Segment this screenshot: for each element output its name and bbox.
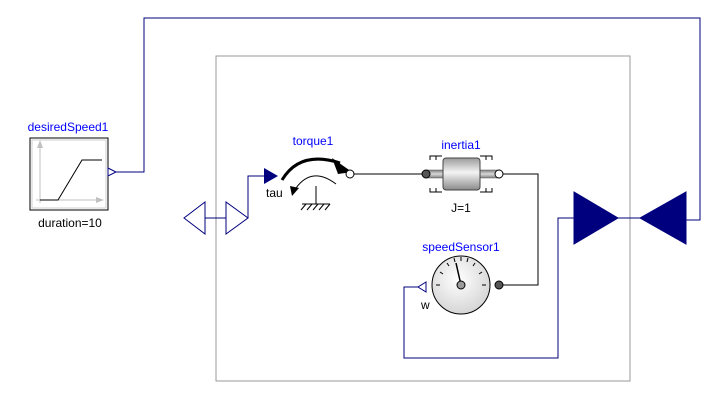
speed-sensor-output-label: w bbox=[420, 298, 430, 312]
torque-input-label: tau bbox=[266, 186, 283, 200]
wire-desired-to-feedback[interactable] bbox=[116, 17, 701, 221]
desired-speed-param: duration=10 bbox=[38, 216, 102, 230]
wire-input-to-torque[interactable] bbox=[247, 175, 264, 218]
speed-sensor-hub bbox=[456, 280, 466, 290]
ramp-y-arrow bbox=[37, 140, 43, 148]
speed-sensor-ticks bbox=[436, 257, 486, 286]
speed-sensor-name: speedSensor1 bbox=[422, 240, 500, 254]
inertia-param: J=1 bbox=[451, 201, 471, 215]
ramp-curve bbox=[40, 159, 102, 201]
inertia-flange-b[interactable] bbox=[494, 169, 504, 179]
inertia-block[interactable]: inertia1 J=1 bbox=[421, 138, 504, 215]
desired-speed-shadow bbox=[31, 139, 107, 209]
subsystem-input-connector[interactable] bbox=[183, 200, 249, 236]
wire-inertia-to-sensor[interactable] bbox=[499, 173, 539, 286]
torque-reaction-arc bbox=[295, 175, 337, 189]
torque-ground-hatch bbox=[300, 203, 331, 211]
ramp-x-arrow bbox=[96, 197, 104, 203]
torque-block[interactable]: torque1 tau bbox=[264, 134, 355, 211]
speed-sensor-block[interactable]: speedSensor1 w bbox=[417, 240, 504, 315]
inertia-brackets bbox=[429, 155, 493, 193]
desired-speed-frame bbox=[29, 137, 109, 211]
torque-input-port[interactable] bbox=[264, 168, 278, 184]
inertia-cylinder bbox=[442, 157, 481, 191]
torque-name: torque1 bbox=[293, 134, 334, 148]
desired-speed-block[interactable]: desiredSpeed1 duration=10 bbox=[28, 120, 118, 230]
inertia-flange-a[interactable] bbox=[421, 169, 431, 179]
torque-arrow-head bbox=[332, 158, 352, 174]
torque-reaction-head bbox=[290, 186, 299, 196]
inertia-name: inertia1 bbox=[441, 138, 481, 152]
mechanical-wires bbox=[354, 173, 539, 286]
inner-input-triangle[interactable] bbox=[225, 201, 249, 235]
desired-speed-output-port[interactable] bbox=[107, 167, 118, 177]
feedback-input-connector[interactable] bbox=[638, 191, 687, 245]
speed-sensor-output-port[interactable] bbox=[417, 281, 427, 293]
outer-input-triangle[interactable] bbox=[183, 200, 206, 236]
desired-speed-name: desiredSpeed1 bbox=[28, 120, 109, 134]
torque-arrow-arc bbox=[280, 157, 341, 181]
torque-flange[interactable] bbox=[345, 169, 355, 179]
wire-speed-loop[interactable] bbox=[403, 217, 574, 359]
speed-sensor-flange[interactable] bbox=[494, 280, 504, 290]
subsystem-output-connector[interactable] bbox=[573, 191, 619, 245]
signal-wires bbox=[116, 17, 701, 359]
